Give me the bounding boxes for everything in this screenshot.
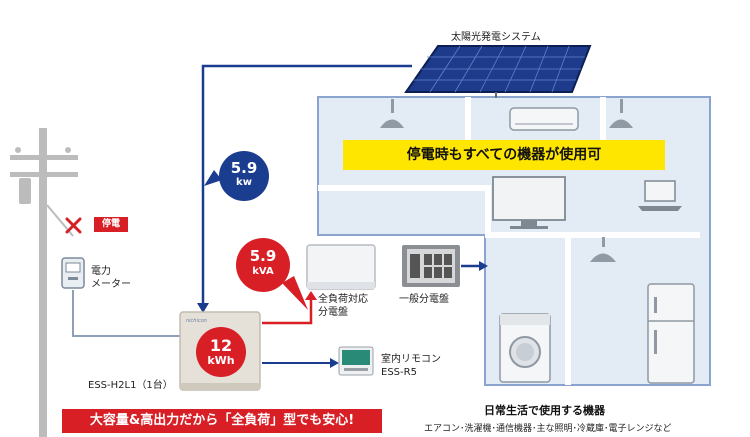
full-load-panel-line2: 分電盤 <box>318 307 348 318</box>
full-load-panel-line1: 全負荷対応 <box>318 294 368 305</box>
general-panel-icon <box>402 245 460 287</box>
battery-unit-icon <box>179 311 261 391</box>
solar-label: 太陽光発電システム <box>451 32 541 43</box>
meter-label-line2: メーター <box>91 279 131 290</box>
solar-output-bubble <box>204 151 269 201</box>
general-panel-label: 一般分電盤 <box>399 294 449 305</box>
meter-label: 電力 メーター <box>91 265 131 291</box>
remote-label-line2: ESS-R5 <box>381 367 417 378</box>
solar-line <box>201 64 412 308</box>
output-line <box>262 298 313 325</box>
air-conditioner-icon <box>509 107 579 131</box>
tv-icon <box>492 176 566 229</box>
solar-panel-icon <box>404 45 592 98</box>
panel-arrow-icon <box>479 261 488 271</box>
refrigerator-icon <box>647 283 695 384</box>
inverter-output-text: 5.9 kVA <box>236 248 290 278</box>
battery-model-label: ESS-H2L1（1台） <box>88 380 173 391</box>
solar-output-unit: kw <box>236 177 252 188</box>
daily-devices-detail: エアコン･洗濯機･通信機器･主な照明･冷蔵庫･電子レンジなど <box>424 424 672 434</box>
remote-arrow-icon <box>330 358 339 368</box>
capacity-banner: 大容量&高出力だから「全負荷」型でも安心! <box>62 409 382 433</box>
remote-label-line1: 室内リモコン <box>381 354 441 365</box>
grid-line <box>72 290 184 337</box>
washing-machine-icon <box>499 313 551 383</box>
solar-output-value: 5.9 <box>230 159 258 177</box>
battery-capacity-unit: kWh <box>207 354 235 367</box>
meter-label-line1: 電力 <box>91 266 111 277</box>
battery-brand: nichicon <box>186 318 207 324</box>
inverter-output-value: 5.9 <box>249 247 277 265</box>
battery-capacity: 12 kWh <box>196 337 246 367</box>
solar-output-text: 5.9 kw <box>219 160 269 189</box>
full-load-panel-icon <box>306 244 376 290</box>
inverter-output-unit: kVA <box>252 266 274 277</box>
ceiling-light-icon <box>380 99 404 128</box>
full-load-panel-label: 全負荷対応 分電盤 <box>318 293 368 319</box>
all-devices-banner: 停電時もすべての機器が使用可 <box>343 140 665 170</box>
battery-capacity-value: 12 <box>209 336 233 355</box>
laptop-icon <box>638 180 682 211</box>
solar-arrow-icon <box>197 303 209 313</box>
ceiling-light-icon <box>590 237 616 262</box>
inverter-output-bubble <box>236 238 308 310</box>
meter-icon <box>61 257 85 289</box>
remote-controller-icon <box>338 346 374 376</box>
outage-x-icon <box>65 217 82 234</box>
outage-tag: 停電 <box>94 217 128 232</box>
daily-devices-title: 日常生活で使用する機器 <box>484 404 605 417</box>
remote-label: 室内リモコン ESS-R5 <box>381 353 441 379</box>
ceiling-light-icon <box>609 99 633 128</box>
output-arrow-icon <box>305 291 317 300</box>
